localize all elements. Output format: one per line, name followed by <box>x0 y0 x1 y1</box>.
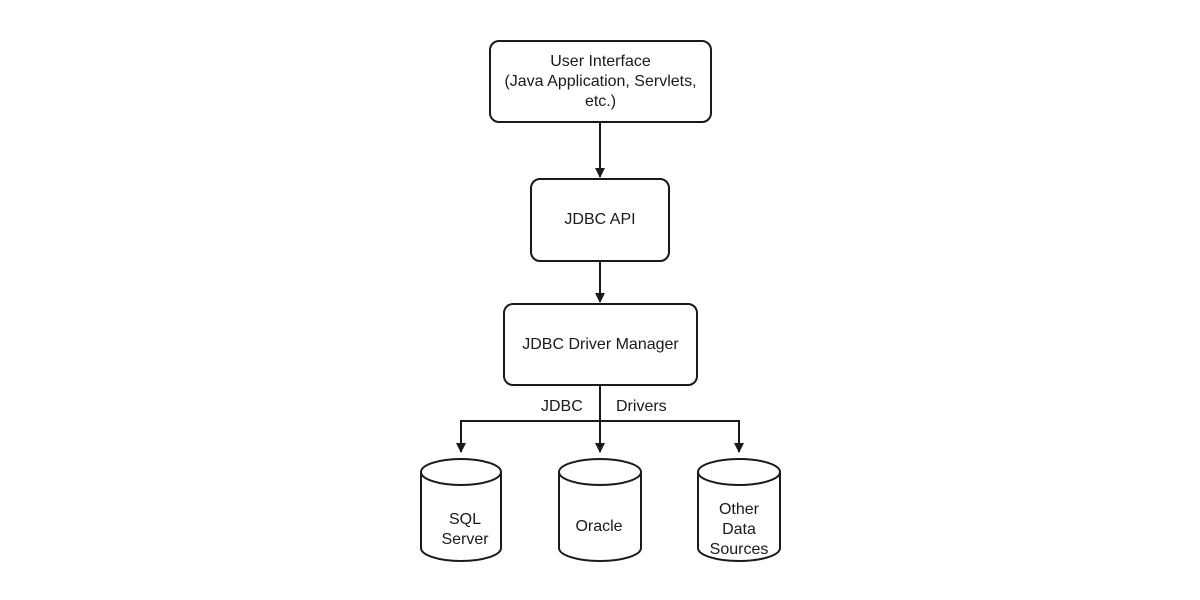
oracle-label-line-1: Oracle <box>575 518 623 535</box>
edge-label-drivers: Drivers <box>616 398 667 415</box>
edge-label-jdbc: JDBC <box>541 398 583 415</box>
sql-server-database-icon <box>420 458 502 562</box>
jdbc-api-label: JDBC API <box>564 211 636 228</box>
user-interface-line-3: etc.) <box>584 92 617 110</box>
user-interface-line-2: (Java Application, Servlets, <box>504 72 697 90</box>
user-interface-line-1: User Interface <box>550 52 651 70</box>
other-data-sources-label-line-2: Data <box>722 521 756 538</box>
driver-manager-node: JDBC Driver Manager <box>503 303 698 386</box>
other-data-sources-label-line-1: Other <box>718 501 759 518</box>
oracle-label: Oracle <box>554 517 644 537</box>
oracle-database-icon <box>558 458 642 562</box>
other-data-sources-label-line-3: Sources <box>709 541 769 558</box>
sql-server-label: SQL Server <box>420 510 510 550</box>
other-data-sources-database-icon <box>697 458 781 562</box>
driver-manager-label: JDBC Driver Manager <box>522 335 679 353</box>
jdbc-api-node: JDBC API <box>530 178 670 262</box>
sql-server-label-line-1: SQL <box>448 511 481 528</box>
user-interface-node: User Interface (Java Application, Servle… <box>489 40 712 123</box>
sql-server-label-line-2: Server <box>441 531 489 548</box>
other-data-sources-label: Other Data Sources <box>694 500 784 560</box>
